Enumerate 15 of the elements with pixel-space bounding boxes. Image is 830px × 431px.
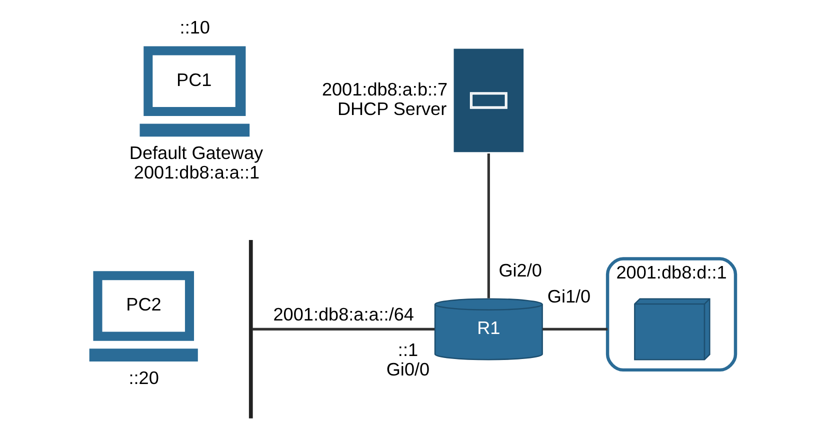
node-bar <box>248 240 253 418</box>
node-label: Gi1/0 <box>547 286 591 306</box>
cluster: 2001:db8:d::1 <box>606 257 738 372</box>
node-label: Gi0/0 <box>386 359 430 380</box>
node-label: 2001:db8:a:b::7 DHCP Server <box>322 80 448 119</box>
connector <box>252 328 435 331</box>
node-box <box>454 48 524 152</box>
node-label: Gi2/0 <box>498 260 542 280</box>
connector <box>487 153 490 298</box>
connector <box>542 328 608 331</box>
node-label: Default Gateway 2001:db8:a:a::1 <box>129 142 264 182</box>
node-label: ::20 <box>128 368 159 388</box>
node-label: ::1 <box>398 340 418 360</box>
node-label: ::10 <box>180 18 210 38</box>
edge-label: 2001:db8:a:a::/64 <box>273 304 414 324</box>
